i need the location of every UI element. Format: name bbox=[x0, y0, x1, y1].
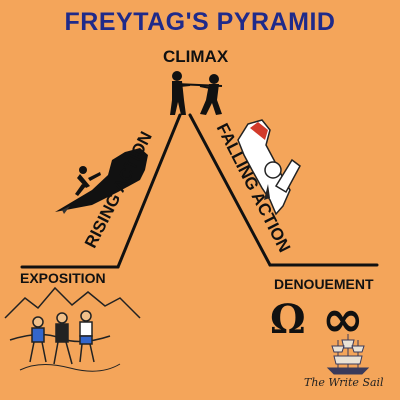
pyramid-lines bbox=[20, 113, 379, 269]
falling-line bbox=[188, 113, 272, 267]
climax-label: CLIMAX bbox=[163, 47, 229, 66]
hikers-mountains-icon bbox=[4, 286, 141, 372]
page-title: FREYTAG'S PYRAMID bbox=[64, 8, 336, 36]
rock-climber-icon bbox=[55, 148, 148, 214]
rising-line bbox=[116, 113, 182, 269]
infinity-symbol: ∞ bbox=[322, 290, 364, 348]
tug-of-war-icon bbox=[170, 71, 223, 115]
falling-person-icon bbox=[237, 119, 301, 216]
exposition-label: EXPOSITION bbox=[20, 270, 106, 286]
denouement-label: DENOUEMENT bbox=[274, 276, 374, 292]
brand-logo-text: The Write Sail bbox=[304, 376, 384, 389]
sailing-ship-icon bbox=[326, 334, 370, 375]
omega-symbol: Ω bbox=[270, 296, 306, 343]
